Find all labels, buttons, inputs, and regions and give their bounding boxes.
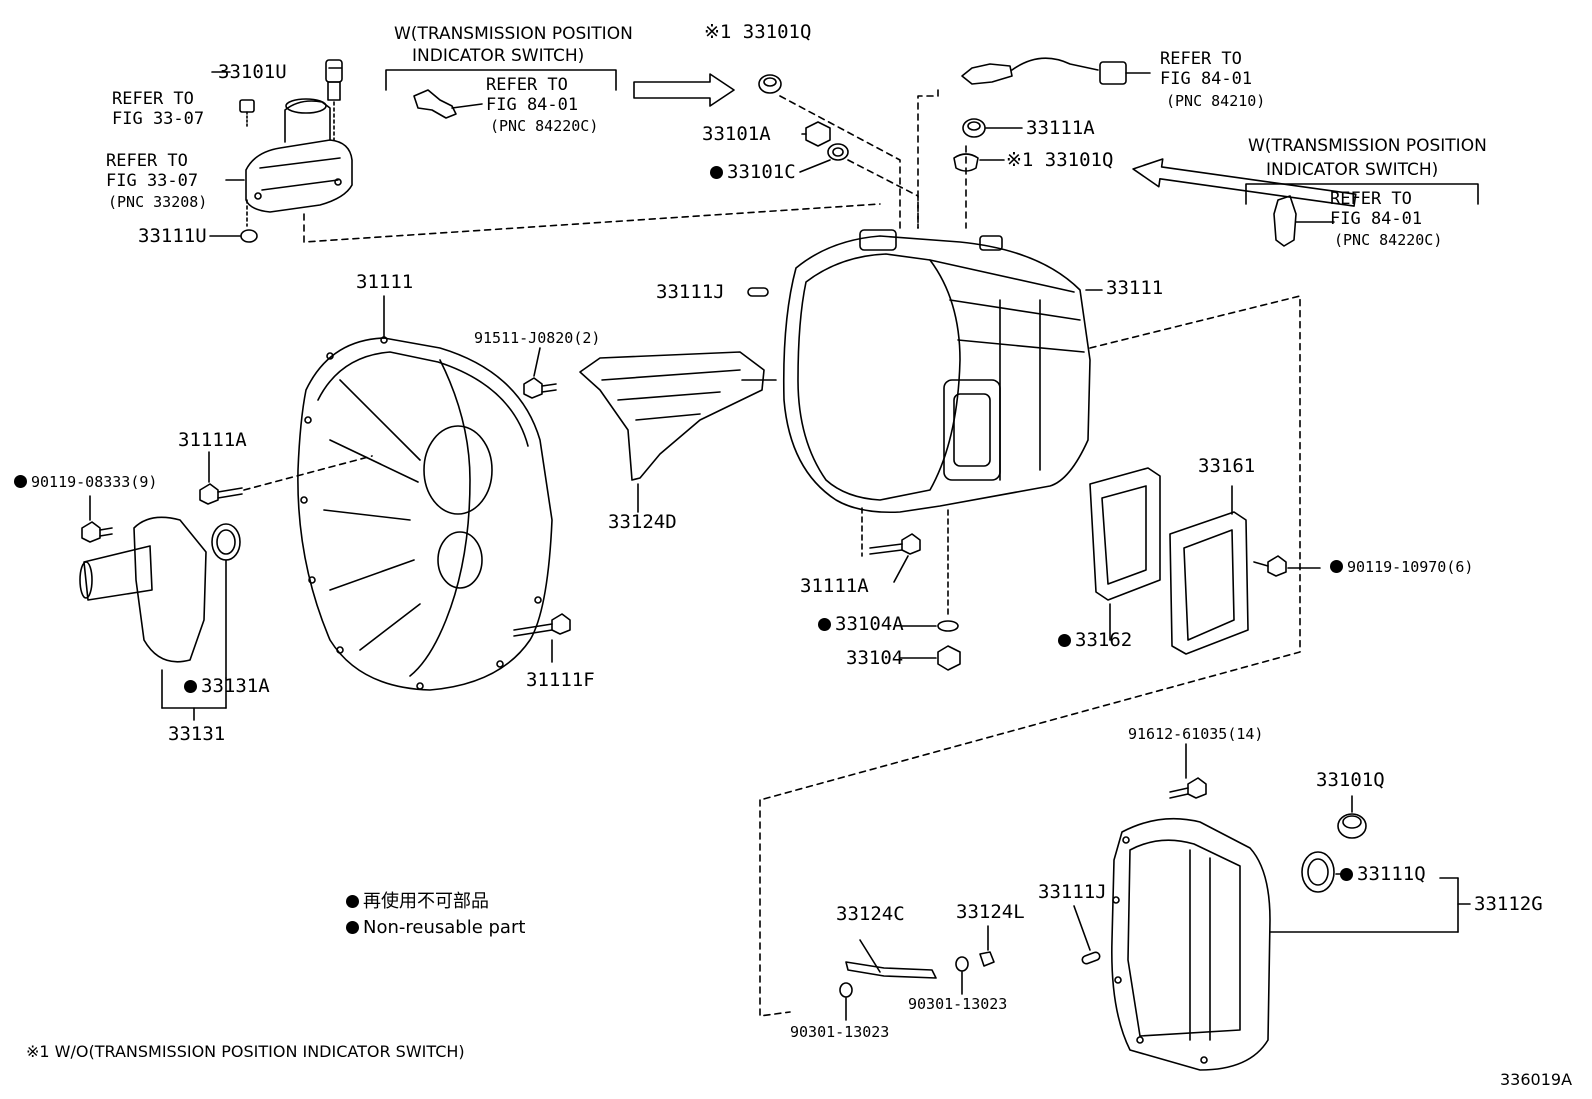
pin-33111J-top-drawing [747, 287, 769, 297]
ref-label-fig-33-07-b-line1: REFER TO [106, 151, 188, 171]
part-label-91612-61035[interactable]: 91612-61035(14) [1128, 725, 1264, 743]
part-label-31111F[interactable]: 31111F [526, 669, 595, 691]
callout-w-switch-ref-line3: (PNC 84220C) [490, 117, 599, 135]
part-label-33101U[interactable]: 33101U [218, 61, 287, 83]
part-label-33131[interactable]: 33131 [168, 723, 226, 745]
plug-33101A-drawing [805, 121, 831, 147]
speed-sensor-drawing [961, 57, 1151, 85]
bolt-91612-drawing [1169, 777, 1207, 799]
ref-label-fig-33-07-b-line2[interactable]: FIG 33-07 [106, 171, 199, 191]
part-label-33124D[interactable]: 33124D [608, 511, 677, 533]
gasket-33104A-drawing [937, 620, 959, 632]
ref-label-pnc-33208: (PNC 33208) [108, 193, 208, 211]
part-label-33104[interactable]: 33104 [846, 647, 904, 669]
drain-plug-33104-drawing [937, 645, 961, 671]
extension-housing-33112G-drawing [1111, 817, 1271, 1071]
callout-sensor-ref-line2[interactable]: FIG 84-01 [1160, 69, 1253, 89]
callout-right-ref-line1: REFER TO [1330, 189, 1412, 209]
part-label-31111[interactable]: 31111 [356, 271, 414, 293]
arrow-left [1132, 158, 1357, 207]
o-ring-90301-a-drawing [839, 982, 853, 998]
part-label-90119-10970[interactable]: 90119-10970(6) [1330, 559, 1473, 576]
part-label-33112G[interactable]: 33112G [1474, 893, 1543, 915]
part-label-33124C[interactable]: 33124C [836, 903, 905, 925]
oil-seal-33131A-drawing [211, 523, 241, 561]
o-ring-90301-b-drawing [955, 956, 969, 972]
gasket-33162-drawing [1089, 467, 1161, 601]
bolt-91511-drawing [523, 377, 557, 399]
ref-label-fig-33-07-a-line2[interactable]: FIG 33-07 [112, 109, 205, 129]
position-switch-drawing [413, 89, 483, 119]
part-label-33131A[interactable]: 33131A [184, 676, 270, 696]
cover-33161-drawing [1169, 511, 1249, 655]
small-bolt-drawing [239, 99, 255, 127]
callout-sensor-ref-line1: REFER TO [1160, 49, 1242, 69]
callout-w-switch-ref-line2[interactable]: FIG 84-01 [486, 95, 579, 115]
part-label-33101A[interactable]: 33101A [702, 123, 771, 145]
legend-non-reusable-jp: 再使用不可部品 [346, 892, 489, 912]
part-label-33111A-top[interactable]: 33111A [1026, 117, 1095, 139]
part-label-33111J-top[interactable]: 33111J [656, 281, 725, 303]
part-label-33111Q[interactable]: 33111Q [1340, 864, 1426, 884]
plug-33111U-drawing [240, 229, 258, 243]
plug-33101Q-mid-drawing [953, 153, 979, 172]
extension-housing-33131-drawing [79, 516, 207, 663]
callout-right-w-line2: INDICATOR SWITCH) [1266, 160, 1439, 180]
callout-w-switch-line1: W(TRANSMISSION POSITION [394, 24, 633, 44]
bolt-31111A-mid-drawing [869, 533, 921, 555]
bolt-90119-10970-drawing [1253, 555, 1287, 577]
right-position-switch-drawing [1273, 195, 1335, 247]
part-label-90301-13023-b[interactable]: 90301-13023 [908, 995, 1008, 1013]
bolt-31111A-left-drawing [199, 483, 243, 505]
bolt-90119-08333-drawing [81, 521, 113, 543]
part-label-33101Q-x1-top[interactable]: ※1 33101Q [704, 21, 812, 43]
legend-non-reusable-en: Non-reusable part [346, 918, 525, 938]
part-label-91511-J0820[interactable]: 91511-J0820(2) [474, 329, 601, 347]
clip-33124L-drawing [979, 951, 995, 967]
breather-plug-drawing [325, 59, 343, 101]
callout-w-switch-line2: INDICATOR SWITCH) [412, 46, 585, 66]
shift-retainer-assembly [245, 98, 353, 213]
part-label-33124L[interactable]: 33124L [956, 901, 1025, 923]
plug-33101Q-top-drawing [758, 74, 782, 94]
callout-right-w-line1: W(TRANSMISSION POSITION [1248, 136, 1487, 156]
part-label-33161[interactable]: 33161 [1198, 455, 1256, 477]
clutch-housing-drawing [297, 336, 553, 691]
pin-33111J-bottom-drawing [1081, 951, 1101, 965]
callout-right-ref-line2[interactable]: FIG 84-01 [1330, 209, 1423, 229]
part-label-31111A-left[interactable]: 31111A [178, 429, 247, 451]
plug-33101Q-right-drawing [1337, 813, 1367, 839]
bracket-33124D-drawing [579, 351, 777, 481]
right-switch-callout-frame [1245, 183, 1479, 205]
transmission-case-drawing [782, 229, 1091, 514]
plug-33111A-top-drawing [962, 118, 986, 138]
part-label-33111[interactable]: 33111 [1106, 277, 1164, 299]
part-label-90301-13023-a[interactable]: 90301-13023 [790, 1023, 890, 1041]
part-label-33101Q-x1-mid[interactable]: ※1 33101Q [1006, 149, 1114, 171]
gasket-33101C-drawing [827, 143, 849, 161]
part-label-33111J-bottom[interactable]: 33111J [1038, 881, 1107, 903]
part-label-33101Q-right[interactable]: 33101Q [1316, 769, 1385, 791]
callout-right-ref-line3: (PNC 84220C) [1334, 231, 1443, 249]
bolt-31111F-drawing [513, 613, 571, 637]
part-label-90119-08333[interactable]: 90119-08333(9) [14, 474, 157, 491]
part-label-33104A[interactable]: 33104A [818, 614, 904, 634]
lever-33124C-drawing [845, 939, 937, 979]
oil-seal-33111Q-drawing [1301, 851, 1335, 893]
footnote-x1: ※1 W/O(TRANSMISSION POSITION INDICATOR S… [26, 1042, 465, 1061]
part-label-33162[interactable]: 33162 [1058, 630, 1132, 650]
ref-label-fig-33-07-a-line1: REFER TO [112, 89, 194, 109]
callout-w-switch-ref-line1: REFER TO [486, 75, 568, 95]
callout-sensor-ref-line3: (PNC 84210) [1166, 92, 1266, 110]
switch-callout-frame [385, 69, 617, 91]
part-label-33111U[interactable]: 33111U [138, 225, 207, 247]
part-label-33101C[interactable]: 33101C [710, 162, 796, 182]
arrow-right [633, 73, 735, 107]
part-label-31111A-mid[interactable]: 31111A [800, 575, 869, 597]
diagram-id: 336019A [1500, 1070, 1573, 1089]
